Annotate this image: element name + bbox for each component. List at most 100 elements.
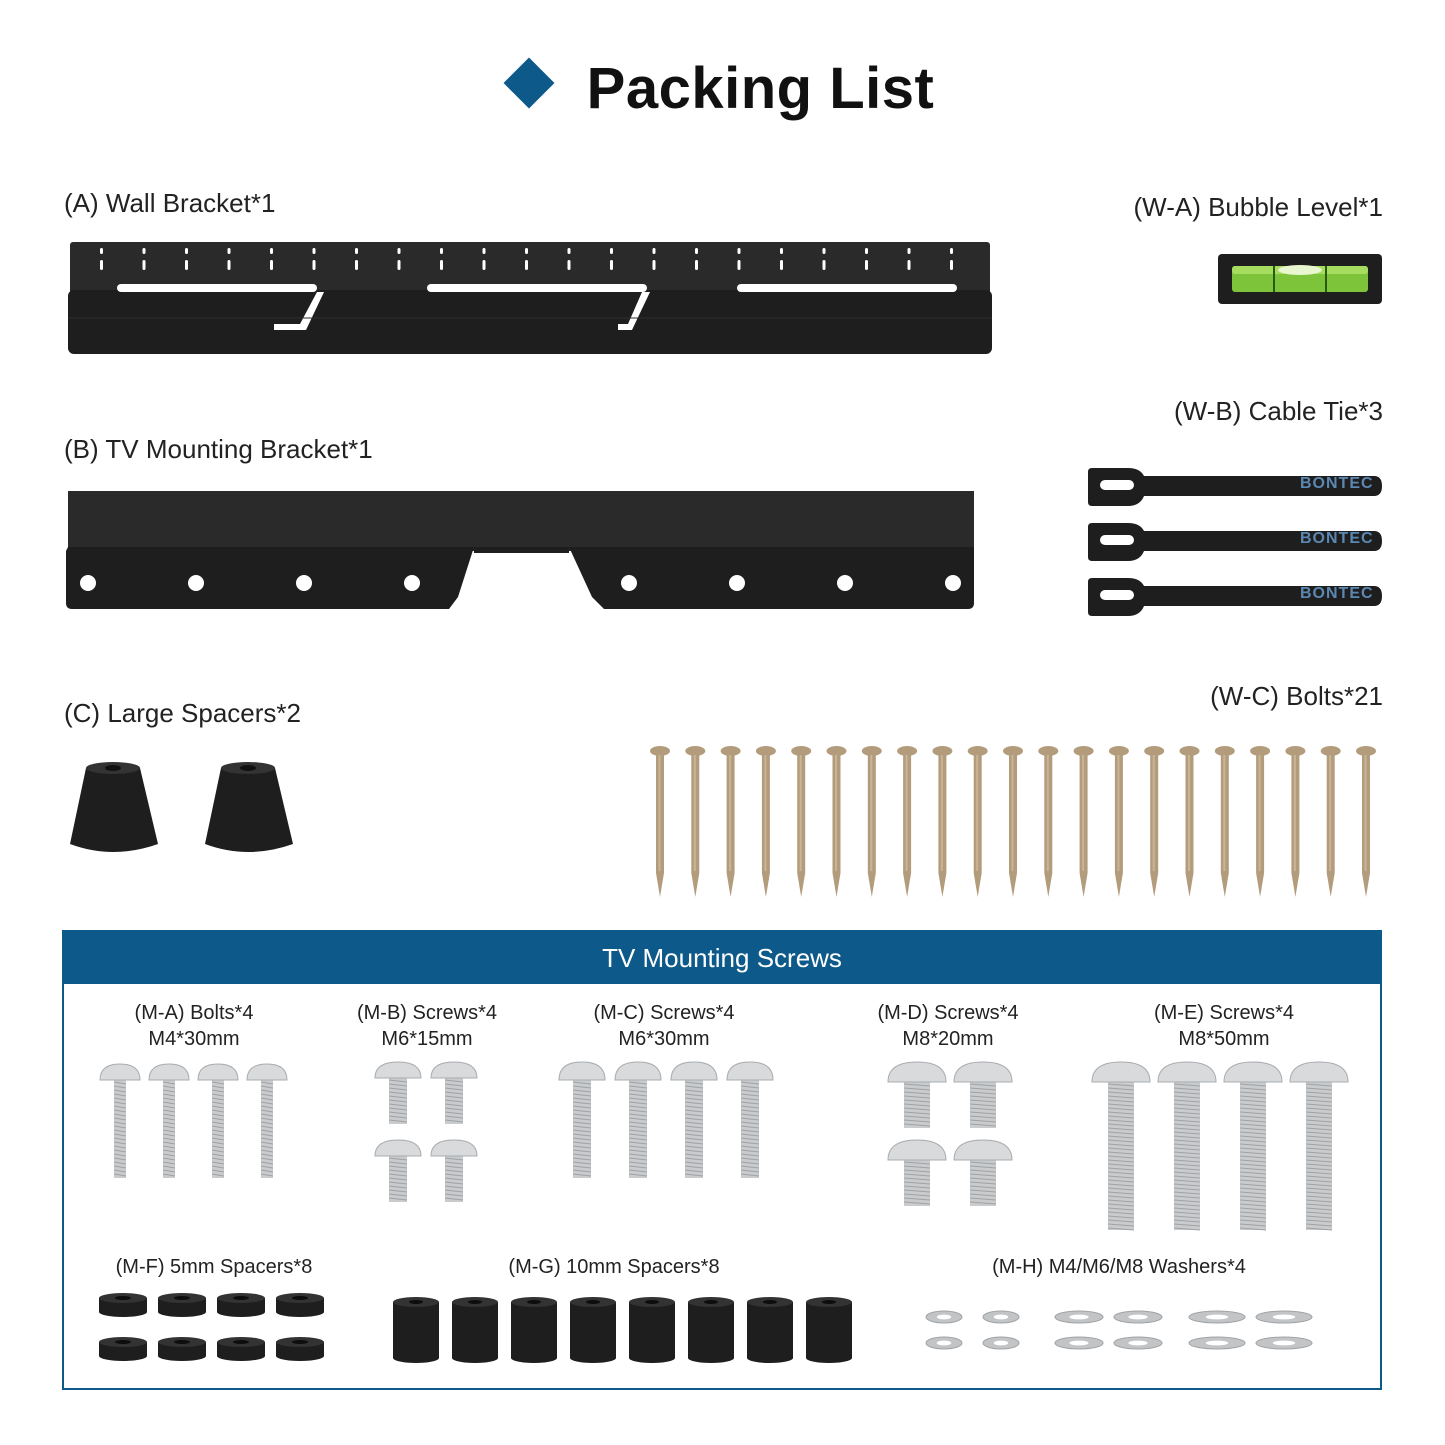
screw: [430, 1061, 478, 1124]
wall-bolt: [720, 746, 741, 897]
page-title-row: Packing List: [0, 55, 1445, 122]
screw-name: (M-B) Screws*4: [356, 1002, 497, 1024]
label-spacers-10mm: (M-G) 10mm Spacers*8: [508, 1256, 720, 1278]
wall-bolts-image: [650, 746, 1376, 897]
screw: [953, 1061, 1013, 1128]
spacer-5mm: [217, 1337, 265, 1361]
label-wall-bolts: (W-C) Bolts*21: [1210, 681, 1383, 711]
wall-bolt: [1003, 746, 1023, 897]
screw: [670, 1061, 718, 1178]
spacer-10mm: [570, 1297, 616, 1363]
screw: [1157, 1061, 1217, 1231]
washer: [1255, 1336, 1313, 1350]
screw-label-m-b: (M-B) Screws*4 M6*15mm: [352, 1000, 502, 1052]
wall-bolt: [791, 746, 812, 897]
label-tv-bracket: (B) TV Mounting Bracket*1: [64, 434, 373, 464]
screw-size: M6*15mm: [381, 1028, 473, 1050]
screw: [887, 1061, 947, 1128]
screw: [887, 1139, 947, 1206]
spacer-5mm: [99, 1337, 147, 1361]
washer: [1054, 1310, 1104, 1324]
cable-tie-brand-1: BONTEC: [1300, 475, 1374, 492]
spacer-10mm: [747, 1297, 793, 1363]
screw-name: (M-E) Screws*4: [1153, 1002, 1294, 1024]
wall-bolt: [1179, 746, 1200, 897]
screw-size: M6*30mm: [618, 1028, 710, 1050]
spacer-5mm: [158, 1293, 206, 1317]
wall-bolt: [650, 746, 670, 897]
large-spacers-image: [70, 762, 293, 852]
screw: [558, 1061, 606, 1178]
spacer-5mm: [99, 1293, 147, 1317]
screw-size: M4*30mm: [148, 1028, 240, 1050]
screw: [148, 1063, 190, 1178]
label-cable-tie: (W-B) Cable Tie*3: [1173, 396, 1383, 426]
screw-label-m-a: (M-A) Bolts*4 M4*30mm: [124, 1000, 264, 1052]
spacer-10mm: [452, 1297, 498, 1363]
screw-name: (M-C) Screws*4: [593, 1002, 735, 1024]
page-title: Packing List: [586, 56, 935, 121]
tv-mounting-screws-panel: TV Mounting Screws (M-A) Bolts*4 M4*30mm…: [62, 930, 1382, 1390]
screw: [953, 1139, 1013, 1206]
screw: [614, 1061, 662, 1178]
washer: [1113, 1310, 1163, 1324]
wall-bolt: [1356, 746, 1376, 897]
screw: [99, 1063, 141, 1178]
screw-name: (M-D) Screws*4: [877, 1002, 1019, 1024]
wall-bolt: [1250, 746, 1271, 897]
screw: [430, 1139, 478, 1202]
label-spacers-5mm: (M-F) 5mm Spacers*8: [115, 1256, 313, 1278]
screws-image: [99, 1061, 1349, 1363]
wall-bolt: [1073, 746, 1094, 897]
cable-tie-image: [1088, 468, 1382, 506]
wall-bolt: [1214, 746, 1235, 897]
washer: [1054, 1336, 1104, 1350]
wall-bolt: [932, 746, 953, 897]
wall-bolt: [1285, 746, 1306, 897]
screw: [374, 1061, 422, 1124]
spacer-5mm: [276, 1293, 324, 1317]
wall-bolt: [861, 746, 882, 897]
label-washers: (M-H) M4/M6/M8 Washers*4: [992, 1256, 1246, 1278]
screw: [246, 1063, 288, 1178]
washer: [925, 1310, 963, 1324]
tv-bracket-image: [66, 491, 974, 609]
screw-name: (M-A) Bolts*4: [134, 1002, 254, 1024]
wall-bolt: [755, 746, 776, 897]
screw-size: M8*20mm: [902, 1028, 994, 1050]
screw: [1223, 1061, 1283, 1231]
cable-tie-image: [1088, 523, 1382, 561]
label-wall-bracket: (A) Wall Bracket*1: [64, 188, 276, 218]
screw-label-m-d: (M-D) Screws*4 M8*20mm: [873, 1000, 1023, 1052]
bubble-level-image: [1218, 254, 1382, 304]
washer: [1188, 1310, 1246, 1324]
spacer-10mm: [688, 1297, 734, 1363]
cable-tie-brand-2: BONTEC: [1300, 530, 1374, 547]
wall-bolt: [1320, 746, 1341, 897]
washer: [982, 1336, 1020, 1350]
spacer-10mm: [629, 1297, 675, 1363]
spacer-5mm: [276, 1337, 324, 1361]
cable-tie-brand-3: BONTEC: [1300, 585, 1374, 602]
washer: [982, 1310, 1020, 1324]
screw: [374, 1139, 422, 1202]
washer: [1255, 1310, 1313, 1324]
wall-bolt: [967, 746, 988, 897]
wall-bolt: [897, 746, 918, 897]
spacer-10mm: [806, 1297, 852, 1363]
washer: [1188, 1336, 1246, 1350]
spacer-10mm: [511, 1297, 557, 1363]
screw-label-m-e: (M-E) Screws*4 M8*50mm: [1149, 1000, 1299, 1052]
screw: [1289, 1061, 1349, 1231]
cable-tie-image: [1088, 578, 1382, 616]
diamond-icon: [503, 57, 555, 108]
screw-label-m-c: (M-C) Screws*4 M6*30mm: [589, 1000, 739, 1052]
label-large-spacers: (C) Large Spacers*2: [64, 698, 301, 728]
spacer-5mm: [158, 1337, 206, 1361]
spacer-5mm: [217, 1293, 265, 1317]
panel-title: TV Mounting Screws: [64, 932, 1380, 984]
washer: [925, 1336, 963, 1350]
wall-bracket-image: [68, 242, 996, 354]
screw: [1091, 1061, 1151, 1231]
screw-size: M8*50mm: [1178, 1028, 1270, 1050]
